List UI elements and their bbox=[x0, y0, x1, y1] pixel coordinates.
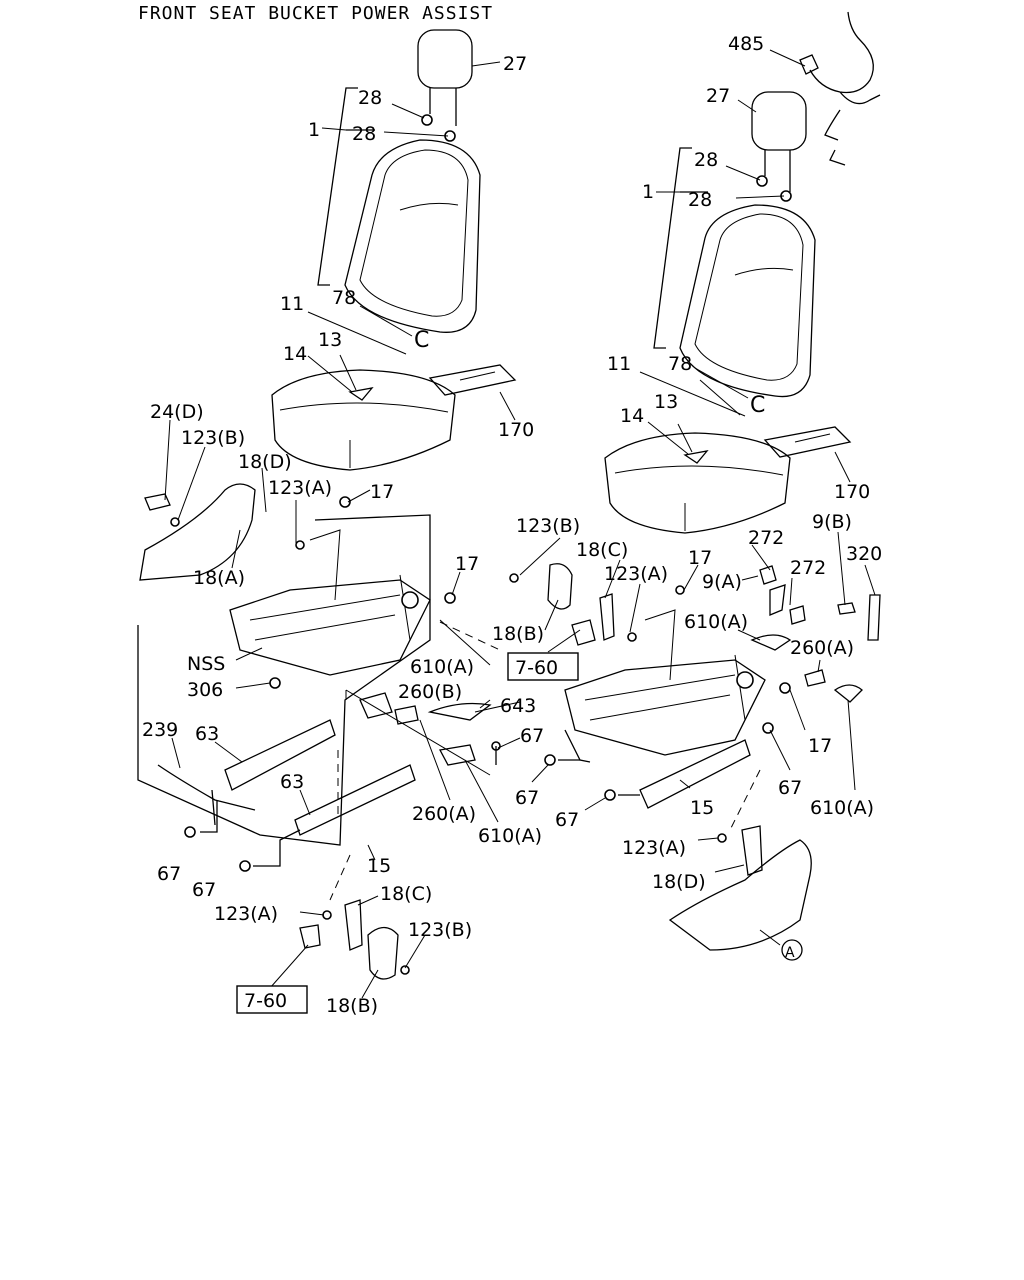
right-bracket-1 bbox=[653, 147, 708, 349]
label-27: 27 bbox=[706, 85, 730, 107]
label-27: 27 bbox=[503, 53, 527, 75]
label-14: 14 bbox=[620, 405, 644, 427]
label-67: 67 bbox=[555, 809, 579, 831]
label-123a: 123(A) bbox=[214, 903, 278, 925]
right-pad-170 bbox=[763, 426, 852, 458]
label-260b: 260(B) bbox=[398, 681, 462, 703]
left-frame bbox=[229, 496, 456, 689]
right-cushion bbox=[604, 432, 791, 534]
right-labels: 485 27 28 1 28 78 C 11 13 14 170 17 272 … bbox=[515, 33, 882, 961]
label-63: 63 bbox=[280, 771, 304, 793]
label-123a: 123(A) bbox=[622, 837, 686, 859]
label-320: 320 bbox=[846, 543, 882, 565]
label-239: 239 bbox=[142, 719, 178, 741]
label-7-60: 7-60 bbox=[515, 657, 558, 679]
label-24d: 24(D) bbox=[150, 401, 204, 423]
label-643: 643 bbox=[500, 695, 536, 717]
label-18d: 18(D) bbox=[652, 871, 706, 893]
label-13: 13 bbox=[318, 329, 342, 351]
label-67: 67 bbox=[778, 777, 802, 799]
label-14: 14 bbox=[283, 343, 307, 365]
label-18b: 18(B) bbox=[326, 995, 378, 1017]
label-63: 63 bbox=[195, 723, 219, 745]
left-frame-bracket bbox=[137, 514, 431, 846]
label-28: 28 bbox=[694, 149, 718, 171]
ref-box-7-60-center bbox=[507, 652, 579, 681]
label-260a: 260(A) bbox=[790, 637, 854, 659]
label-306: 306 bbox=[187, 679, 223, 701]
label-272: 272 bbox=[748, 527, 784, 549]
label-610a: 610(A) bbox=[410, 656, 474, 678]
label-9a: 9(A) bbox=[702, 571, 742, 593]
label-610a: 610(A) bbox=[478, 825, 542, 847]
label-18d: 18(D) bbox=[238, 451, 292, 473]
label-17: 17 bbox=[455, 553, 479, 575]
left-seatback bbox=[344, 139, 481, 333]
left-rails bbox=[157, 719, 416, 872]
label-67: 67 bbox=[192, 879, 216, 901]
label-78: 78 bbox=[668, 353, 692, 375]
label-nss: NSS bbox=[187, 653, 225, 675]
dashed-connectors bbox=[329, 621, 761, 901]
label-123b: 123(B) bbox=[408, 919, 472, 941]
label-123a: 123(A) bbox=[268, 477, 332, 499]
left-headrest bbox=[417, 29, 473, 142]
label-18b: 18(B) bbox=[492, 623, 544, 645]
label-1: 1 bbox=[308, 119, 320, 141]
label-a: A bbox=[785, 945, 795, 961]
left-pad-170 bbox=[428, 364, 517, 396]
label-123a: 123(A) bbox=[604, 563, 668, 585]
label-78: 78 bbox=[332, 287, 356, 309]
label-7-60: 7-60 bbox=[244, 990, 287, 1012]
label-123b: 123(B) bbox=[516, 515, 580, 537]
right-leaders bbox=[531, 49, 876, 946]
label-15: 15 bbox=[367, 855, 391, 877]
left-cushion bbox=[271, 369, 456, 471]
label-1: 1 bbox=[642, 181, 654, 203]
label-17: 17 bbox=[808, 735, 832, 757]
label-11: 11 bbox=[280, 293, 304, 315]
label-13: 13 bbox=[654, 391, 678, 413]
label-17: 17 bbox=[370, 481, 394, 503]
label-17: 17 bbox=[688, 547, 712, 569]
right-headrest bbox=[751, 91, 807, 202]
label-123b: 123(B) bbox=[181, 427, 245, 449]
page-title: FRONT SEAT BUCKET POWER ASSIST bbox=[138, 3, 494, 24]
label-170: 170 bbox=[498, 419, 534, 441]
label-28: 28 bbox=[358, 87, 382, 109]
left-leaders bbox=[164, 61, 641, 999]
label-260a: 260(A) bbox=[412, 803, 476, 825]
left-lower-parts bbox=[299, 899, 410, 980]
left-bracket-1 bbox=[317, 87, 375, 286]
left-side-cover bbox=[139, 483, 256, 581]
label-67: 67 bbox=[157, 863, 181, 885]
right-lower-cover bbox=[668, 825, 812, 961]
label-28: 28 bbox=[352, 123, 376, 145]
label-67: 67 bbox=[520, 725, 544, 747]
right-frame bbox=[564, 585, 791, 756]
label-9b: 9(B) bbox=[812, 511, 852, 533]
label-18c: 18(C) bbox=[576, 539, 628, 561]
right-rails bbox=[544, 729, 751, 809]
right-harness bbox=[799, 11, 881, 166]
label-272: 272 bbox=[790, 557, 826, 579]
label-c: C bbox=[750, 393, 765, 418]
label-18a: 18(A) bbox=[193, 567, 245, 589]
left-labels: 27 28 28 1 78 C 11 13 14 170 24(D) 123(B… bbox=[142, 53, 668, 1017]
label-67: 67 bbox=[515, 787, 539, 809]
label-15: 15 bbox=[690, 797, 714, 819]
label-170: 170 bbox=[834, 481, 870, 503]
label-610a: 610(A) bbox=[684, 611, 748, 633]
ref-box-7-60-left bbox=[236, 985, 308, 1014]
right-side-parts bbox=[750, 565, 881, 703]
label-18c: 18(C) bbox=[380, 883, 432, 905]
label-485: 485 bbox=[728, 33, 764, 55]
label-610a: 610(A) bbox=[810, 797, 874, 819]
label-28: 28 bbox=[688, 189, 712, 211]
left-middle-parts bbox=[359, 563, 637, 766]
label-11: 11 bbox=[607, 353, 631, 375]
right-seatback bbox=[679, 204, 816, 398]
label-c: C bbox=[414, 328, 429, 353]
